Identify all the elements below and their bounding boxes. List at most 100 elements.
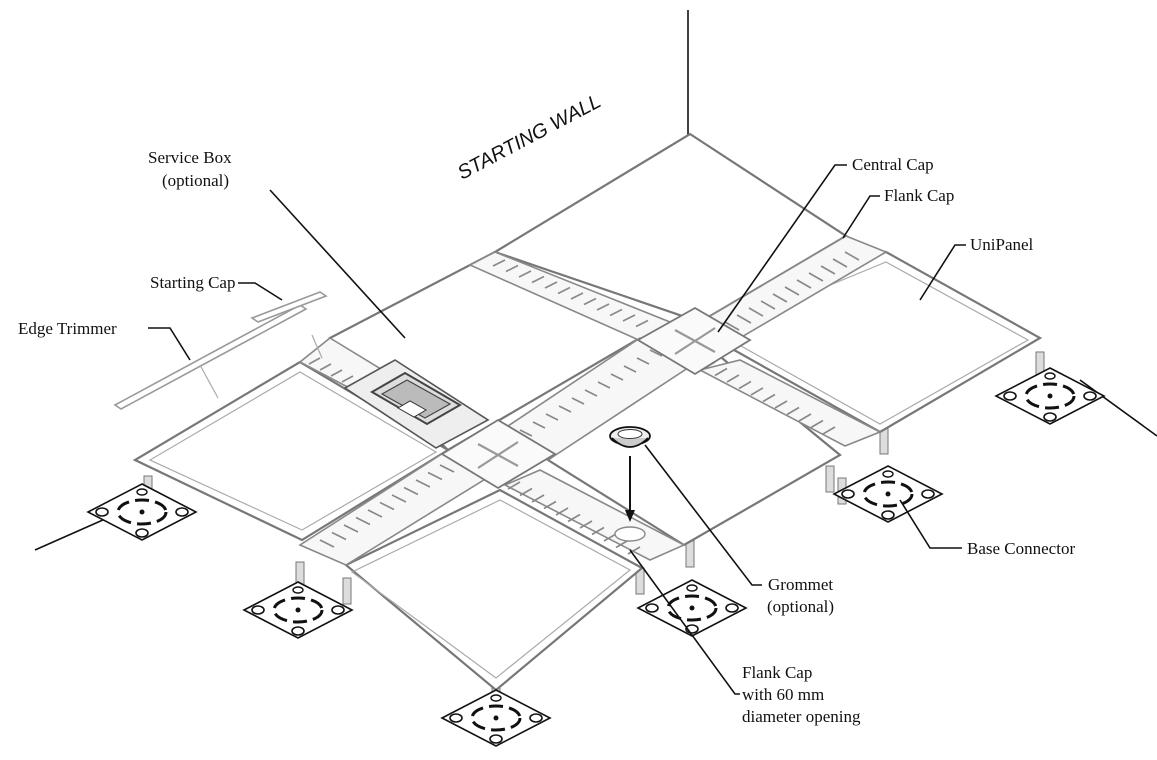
- base-connector: [242, 581, 354, 639]
- slot: [714, 367, 728, 377]
- base-ring: [666, 594, 718, 622]
- slot: [762, 393, 776, 403]
- base-ring: [862, 480, 914, 508]
- slot: [760, 300, 776, 310]
- service-box-label: Service Box: [148, 148, 232, 167]
- slot: [738, 380, 752, 390]
- leader-unipanel: [919, 244, 966, 301]
- base-center: [689, 605, 695, 611]
- edge-trimmer-label: Edge Trimmer: [18, 319, 117, 338]
- base-ring: [272, 596, 324, 624]
- slot: [583, 297, 597, 306]
- base-hole: [449, 713, 463, 723]
- slot: [427, 471, 443, 481]
- slot: [343, 524, 359, 533]
- slot: [844, 251, 860, 261]
- flank-cap-opening-hole: [614, 526, 646, 542]
- base-hole: [135, 528, 149, 538]
- slot: [627, 546, 641, 555]
- slot: [571, 397, 585, 405]
- grommet-arrow: [625, 456, 635, 522]
- leader-starting-cap: [238, 282, 283, 301]
- slot: [319, 363, 332, 371]
- slot: [543, 500, 557, 510]
- pedestal-leg: [342, 577, 352, 605]
- base-connector: [440, 689, 552, 747]
- slot: [584, 389, 598, 397]
- slot: [597, 381, 611, 389]
- base-hole: [251, 605, 265, 615]
- base-hole: [95, 507, 109, 517]
- leader-grommet: [644, 444, 762, 586]
- base-ring: [116, 498, 168, 526]
- slot: [786, 406, 800, 416]
- leader-flank-cap-top: [842, 195, 880, 239]
- starting-cap-label: Starting Cap: [150, 273, 235, 292]
- slot: [636, 357, 650, 365]
- slot: [567, 513, 581, 523]
- slot: [330, 369, 343, 377]
- starting-wall-label: STARTING WALL: [454, 90, 605, 184]
- slot: [808, 272, 824, 282]
- slot: [603, 533, 617, 542]
- starting-cap: [250, 291, 328, 323]
- base-hole: [1043, 412, 1057, 422]
- slot: [308, 357, 321, 365]
- slot: [391, 494, 407, 503]
- slot: [570, 292, 584, 300]
- base-ring: [470, 704, 522, 732]
- base-connector: [86, 483, 198, 541]
- base-connectors: [86, 367, 1106, 747]
- slot: [596, 303, 610, 311]
- central-cap-lower: [440, 418, 557, 490]
- slot: [772, 293, 788, 303]
- slot: [609, 308, 623, 317]
- base-connector: [994, 367, 1106, 425]
- slot: [774, 400, 788, 409]
- slot: [532, 421, 546, 429]
- edge-trimmer: [113, 304, 308, 410]
- slot: [748, 307, 764, 317]
- trimmer-arrow-1: [199, 364, 219, 399]
- slot: [750, 387, 764, 396]
- base-center: [139, 509, 145, 515]
- slot: [726, 374, 740, 383]
- leader-flank-cap-opening: [629, 549, 740, 695]
- slot: [635, 319, 649, 328]
- leader-edge-trimmer: [148, 327, 191, 361]
- slot: [832, 258, 848, 268]
- service-box: [343, 359, 490, 449]
- slot: [649, 349, 663, 357]
- slot: [820, 265, 836, 275]
- slot: [403, 486, 419, 496]
- base-hole: [841, 489, 855, 499]
- base-hole: [292, 586, 304, 594]
- slot: [557, 286, 571, 295]
- base-center: [493, 715, 499, 721]
- slot: [341, 375, 354, 383]
- slot: [810, 419, 824, 429]
- slot: [331, 531, 347, 541]
- flank-cap-opening-sublabel-2: diameter opening: [742, 707, 861, 726]
- slot: [379, 501, 395, 511]
- slot: [555, 507, 569, 516]
- flank-cap-opening-sublabel-1: with 60 mm: [742, 685, 824, 704]
- slot: [610, 373, 624, 381]
- slot: [784, 286, 800, 296]
- base-hole: [1044, 372, 1056, 380]
- slot: [736, 314, 752, 324]
- slot: [822, 426, 836, 435]
- slot: [724, 321, 740, 331]
- slot: [439, 464, 455, 473]
- slot: [505, 264, 519, 273]
- base-center: [1047, 393, 1053, 399]
- base-connector: [636, 579, 748, 637]
- slot: [531, 275, 545, 284]
- central-cap-label: Central Cap: [852, 155, 934, 174]
- base-ring: [1024, 382, 1076, 410]
- grommet-label: Grommet: [768, 575, 833, 594]
- base-connector: [832, 465, 944, 523]
- slot: [319, 539, 335, 548]
- slot: [492, 259, 506, 267]
